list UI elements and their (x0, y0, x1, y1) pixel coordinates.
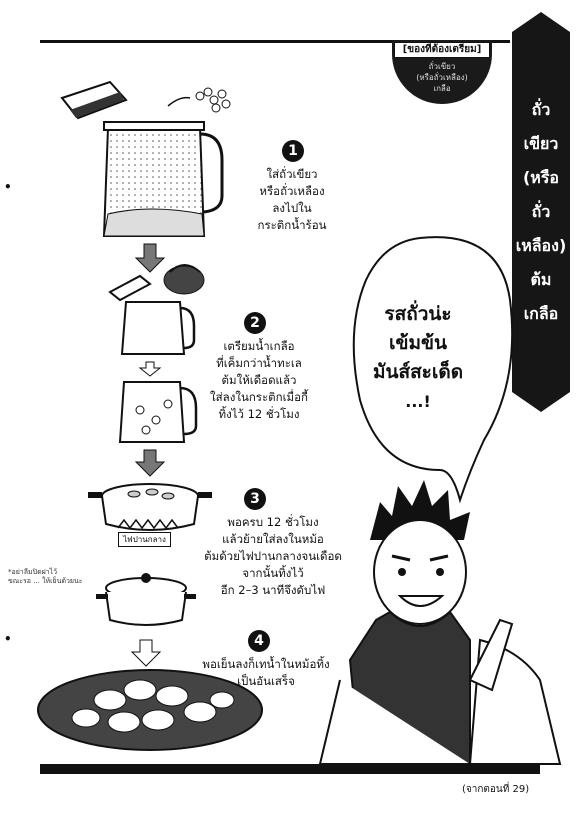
ingredient-item: ถั่วเขียว (428, 62, 456, 71)
top-border (40, 40, 510, 73)
step-1-number: 1 (282, 140, 304, 162)
character-illustration (318, 480, 562, 765)
recipe-title-banner: ถั่ว เขียว (หรือ ถั่ว เหลือง) ต้ม เกลือ (512, 12, 570, 412)
flask-illustration (118, 381, 198, 443)
step-1-text: ใส่ถั่วเขียว หรือถั่วเหลือง ลงไปใน กระติ… (257, 167, 327, 232)
step-4-number: 4 (248, 630, 270, 652)
title-line: ถั่ว (531, 202, 551, 221)
title-line: เขียว (523, 134, 559, 153)
title-line: ถั่ว (531, 100, 551, 119)
speech-bubble-text: รสถั่วน่ะ เข้มข้น มันส์สะเด็ด ...! (372, 303, 464, 411)
down-arrow-icon (134, 243, 166, 273)
title-line: (หรือ (522, 168, 560, 187)
title-line: เกลือ (523, 304, 559, 323)
heat-label: ไฟปานกลาง (118, 532, 171, 547)
pot-illustration (96, 573, 196, 626)
ingredients-box: [ของที่ต้องเตรียม] ถั่วเขียว (หรือถั่วเห… (392, 40, 492, 104)
source-credit: (จากตอนที่ 29) (462, 784, 530, 795)
step-3-text: พอครบ 12 ชั่วโมง แล้วย้ายใส่ลงในหม้อ ต้ม… (204, 515, 342, 597)
ingredients-title: [ของที่ต้องเตรียม] (394, 42, 490, 58)
title-line: ต้ม (530, 270, 552, 289)
side-mark: • (4, 632, 12, 646)
lid-note: *อย่าลืมปิดฝาไว้ ขณะรอ ... ให้เย็นด้วยนะ (8, 568, 83, 585)
side-mark: • (4, 180, 12, 194)
flask-illustration (120, 301, 196, 355)
step-3-number: 3 (244, 488, 266, 510)
down-arrow-icon (134, 449, 166, 477)
flask-illustration (102, 121, 224, 237)
down-arrow-icon (138, 361, 162, 377)
kettle-illustration (108, 264, 205, 302)
speech-bubble (352, 236, 514, 504)
ingredient-item: (หรือถั่วเหลือง) (416, 73, 468, 82)
bottom-border (40, 764, 540, 774)
down-arrow-icon (130, 639, 162, 667)
step-2-text: เตรียมน้ำเกลือ ที่เค็มกว่าน้ำทะเล ต้มให้… (210, 339, 308, 421)
ingredient-item: เกลือ (433, 84, 451, 93)
flame-icon (117, 518, 179, 530)
step-4-text: พอเย็นลงก็เทน้ำในหม้อทิ้ง เป็นอันเสร็จ (202, 657, 330, 688)
step-2-number: 2 (244, 312, 266, 334)
bowl-of-beans-illustration (37, 669, 263, 751)
bean-bag-illustration (60, 80, 231, 120)
title-line: เหลือง) (515, 236, 567, 255)
